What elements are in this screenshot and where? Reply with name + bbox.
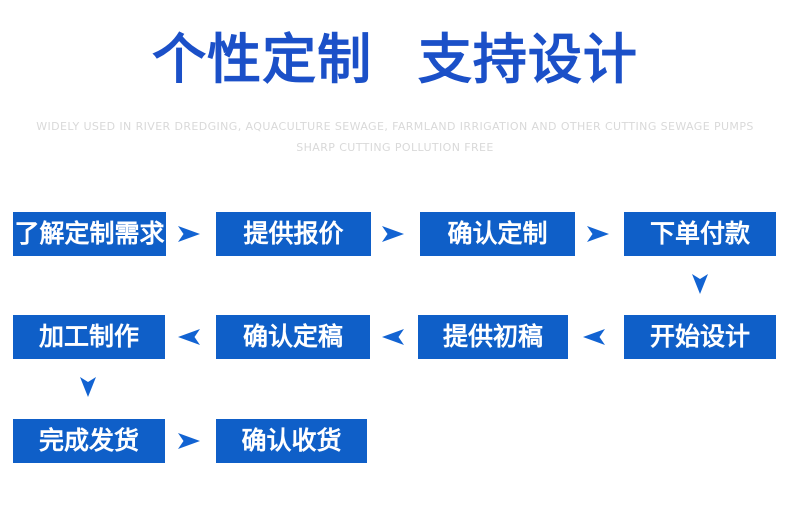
arrow-right-icon bbox=[178, 433, 200, 449]
step-confirm-customization: 确认定制 bbox=[420, 212, 575, 256]
step-complete-shipping: 完成发货 bbox=[13, 419, 165, 463]
arrow-right-icon bbox=[382, 226, 404, 242]
subtitle-line-2: SHARP CUTTING POLLUTION FREE bbox=[296, 141, 494, 154]
arrow-right-icon bbox=[178, 226, 200, 242]
arrow-left-icon bbox=[382, 329, 404, 345]
subtitle: WIDELY USED IN RIVER DREDGING, AQUACULTU… bbox=[0, 116, 790, 158]
step-understand-requirements: 了解定制需求 bbox=[13, 212, 166, 256]
step-provide-first-draft: 提供初稿 bbox=[418, 315, 568, 359]
arrow-down-icon bbox=[80, 377, 96, 397]
step-confirm-receipt: 确认收货 bbox=[216, 419, 367, 463]
step-place-order-pay: 下单付款 bbox=[624, 212, 776, 256]
subtitle-line-1: WIDELY USED IN RIVER DREDGING, AQUACULTU… bbox=[36, 120, 754, 133]
arrow-down-icon bbox=[692, 274, 708, 294]
step-confirm-final-draft: 确认定稿 bbox=[216, 315, 370, 359]
arrow-left-icon bbox=[178, 329, 200, 345]
step-start-design: 开始设计 bbox=[624, 315, 776, 359]
step-provide-quote: 提供报价 bbox=[216, 212, 371, 256]
arrow-left-icon bbox=[583, 329, 605, 345]
arrow-right-icon bbox=[587, 226, 609, 242]
step-manufacture: 加工制作 bbox=[13, 315, 165, 359]
page-title: 个性定制 支持设计 bbox=[152, 28, 638, 91]
